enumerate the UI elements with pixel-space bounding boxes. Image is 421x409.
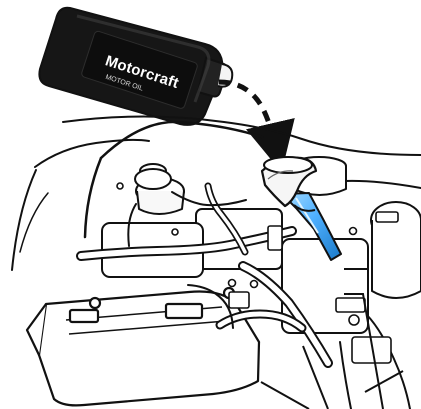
cable-left-branch: [85, 158, 101, 237]
hood-line: [63, 117, 421, 156]
cable-over-top: [101, 122, 262, 158]
left-fender-line: [35, 140, 149, 167]
bay-outer-left: [12, 170, 36, 270]
bolt-6: [117, 183, 123, 189]
bolt-3: [349, 315, 359, 325]
battery-terminal-left: [70, 310, 98, 322]
right-fender-line: [345, 181, 421, 188]
bolt-5: [172, 229, 178, 235]
bracket-1: [229, 292, 249, 308]
reservoir-top: [135, 169, 171, 189]
battery-post-left: [90, 298, 100, 308]
pouring-arrow: [219, 82, 276, 148]
bolt-4: [350, 228, 357, 235]
battery: [27, 288, 259, 405]
oil-bottle: Motorcraft MOTOR OIL: [39, 8, 232, 125]
wire-4: [340, 342, 351, 409]
support-line-3: [261, 382, 309, 409]
support-line-4: [365, 371, 403, 392]
battery-terminal-right: [166, 304, 202, 318]
bracket-3: [336, 298, 365, 312]
bolt-1: [229, 280, 236, 287]
right-cylinder: [372, 220, 421, 298]
bracket-2: [268, 226, 282, 250]
bolt-2: [251, 281, 258, 288]
bracket-5: [376, 212, 398, 222]
